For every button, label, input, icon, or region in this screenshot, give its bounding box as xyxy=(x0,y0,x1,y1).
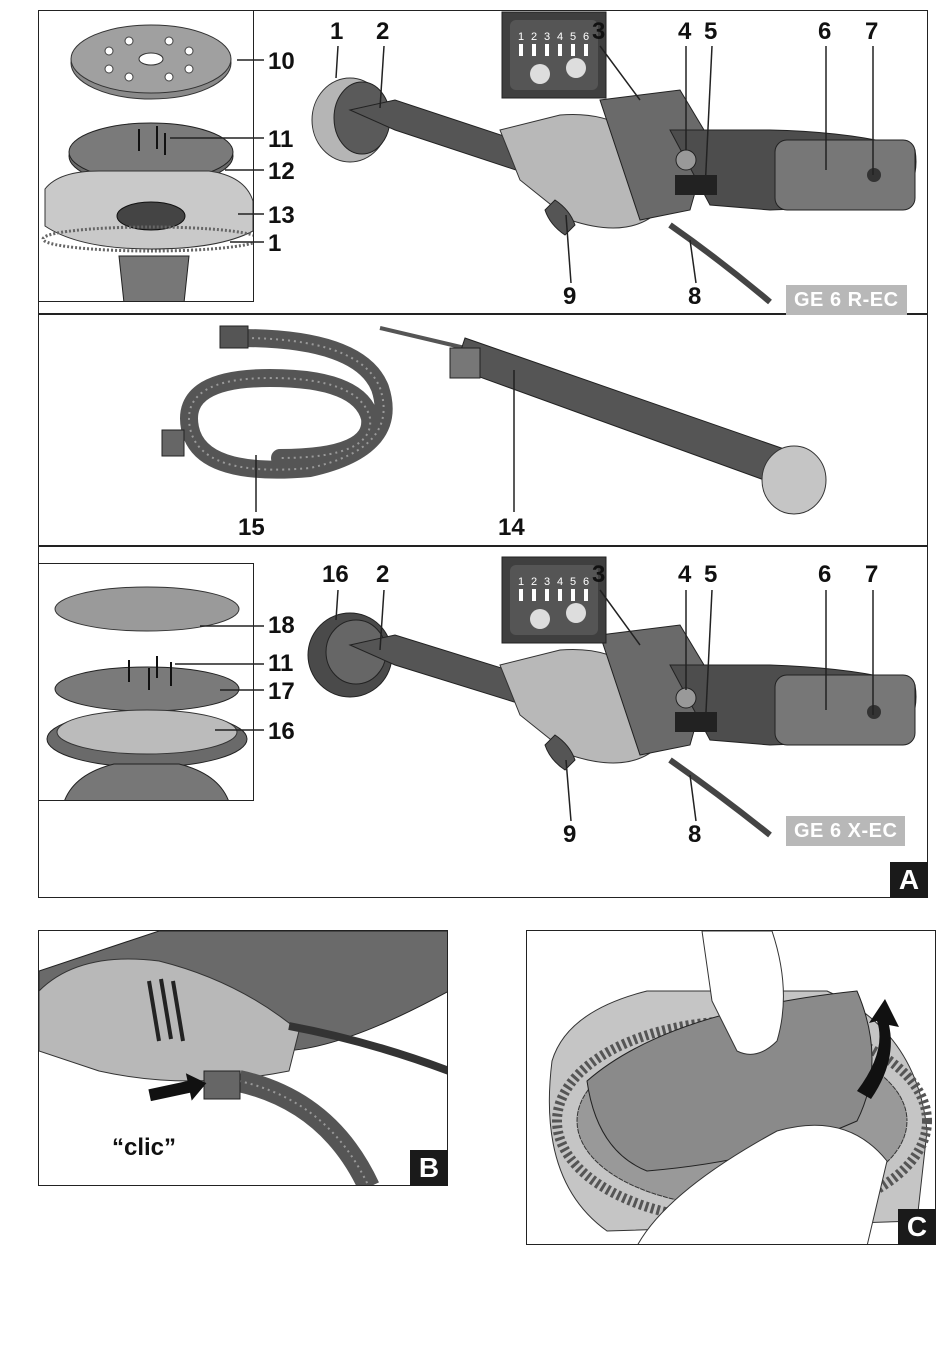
figure-c-badge: C xyxy=(898,1209,936,1245)
figure-b-frame xyxy=(38,930,448,1186)
leader-lines-bottom xyxy=(0,0,950,870)
figure-b-badge: B xyxy=(410,1150,448,1186)
hose-connection-drawing xyxy=(39,931,448,1186)
figure-c-frame xyxy=(526,930,936,1245)
sanding-disc-change-drawing xyxy=(527,931,936,1245)
click-sound-label: “clic” xyxy=(112,1134,176,1162)
